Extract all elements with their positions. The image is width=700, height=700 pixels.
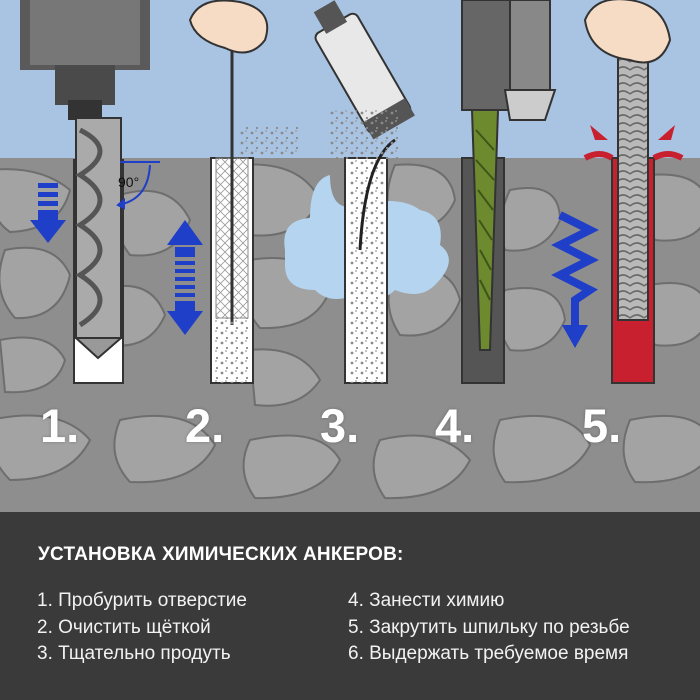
- step-item: 3. Тщательно продуть: [37, 643, 231, 664]
- step4-injection: [461, 0, 557, 384]
- step-number-5: 5.: [582, 399, 622, 452]
- step-number-2: 2.: [185, 399, 225, 452]
- step-item: 5. Закрутить шпильку по резьбе: [348, 616, 630, 638]
- steps-list-right: 4. Занести химию 5. Закрутить шпильку по…: [348, 588, 630, 668]
- step-number-4: 4.: [435, 399, 475, 452]
- step-item: 6. Выдержать требуемое время: [348, 643, 629, 664]
- step-item: 4. Занести химию: [348, 590, 505, 611]
- panel-title: УСТАНОВКА ХИМИЧЕСКИХ АНКЕРОВ:: [38, 544, 404, 565]
- step2-brush: [188, 0, 300, 384]
- installation-illustration: [0, 0, 700, 512]
- angle-indicator: [116, 161, 160, 210]
- up-down-arrow-icon: [167, 220, 203, 335]
- stone-pattern: [0, 163, 700, 500]
- angle-label: 90°: [118, 174, 140, 190]
- steps-list-left: 1. Пробурить отверстие 2. Очистить щётко…: [37, 588, 247, 668]
- down-arrow-icon: [30, 183, 66, 243]
- step-item: 1. Пробурить отверстие: [37, 590, 247, 611]
- step-item: 2. Очистить щёткой: [37, 616, 211, 638]
- step-number-1: 1.: [40, 399, 80, 452]
- step3-blower: [284, 0, 449, 384]
- rotate-down-arrow-icon: [551, 211, 599, 348]
- step-number-3: 3.: [320, 399, 360, 452]
- step1-drill: [20, 0, 150, 384]
- instructions-panel: УСТАНОВКА ХИМИЧЕСКИХ АНКЕРОВ: 1. Пробури…: [0, 512, 700, 700]
- step5-rod: [583, 0, 684, 384]
